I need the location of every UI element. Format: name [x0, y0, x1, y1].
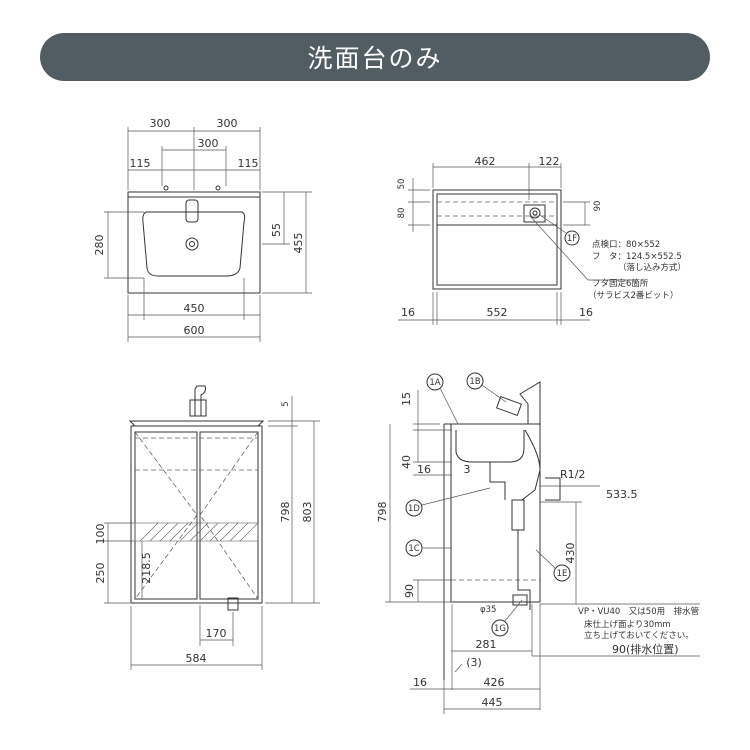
dim-90-section: 90 — [403, 584, 416, 598]
dim-280: 280 — [93, 235, 106, 256]
faucet-top — [185, 199, 199, 223]
door-right — [199, 431, 259, 600]
hatched-zone — [134, 522, 259, 542]
dim-426: 426 — [484, 676, 505, 689]
note-lid-type: （落し込み方式） — [618, 262, 686, 273]
dim-90-drain: 90(排水位置) — [612, 642, 679, 656]
dim-100: 100 — [94, 524, 107, 545]
section-view: 1A 1B 1C 1D 1E 1G — [376, 372, 700, 714]
dim-15: 15 — [400, 392, 413, 406]
dim-450: 450 — [184, 302, 205, 315]
top-view-outline — [127, 191, 261, 294]
supply-valve — [545, 477, 561, 501]
dim-445: 445 — [482, 696, 503, 709]
page-title: 洗面台のみ — [307, 44, 443, 73]
dim-16-right: 16 — [579, 306, 593, 319]
dim-r12: R1/2 — [560, 468, 585, 481]
callout-1g: 1G — [494, 624, 506, 634]
fixing-hole-left — [163, 185, 169, 191]
callout-1c: 1C — [408, 544, 419, 554]
dim-430: 430 — [564, 543, 577, 564]
cabinet-top-view: 1F 462 122 50 80 90 16 552 16 点検口：80×552… — [397, 155, 686, 325]
dim-50: 50 — [397, 179, 407, 190]
dim-803: 803 — [301, 502, 314, 523]
note-inspection: 点検口：80×552 — [592, 239, 660, 250]
basin-section — [455, 430, 525, 463]
note-lid-fix: フタ固定6箇所 — [592, 278, 649, 289]
faucet-box — [523, 204, 546, 223]
note-drain-pipe: VP・VU40 又は50用 排水管 — [578, 606, 699, 617]
dim-584: 584 — [186, 652, 207, 665]
front-view: 5 798 803 100 250 218.5 170 584 — [94, 385, 320, 670]
note-raise: 立ち上げておいてください。 — [584, 630, 694, 641]
dim-3: 3 — [464, 463, 471, 476]
basin-bowl — [142, 211, 246, 277]
drain-pipe-front — [227, 597, 239, 611]
dim-5: 5 — [281, 401, 291, 406]
dim-455: 455 — [292, 233, 305, 254]
dim-462: 462 — [475, 155, 496, 168]
faucet-section — [519, 381, 541, 425]
fixing-hole-right — [215, 185, 221, 191]
note-floor: 床仕上げ面より30mm — [584, 619, 671, 630]
drain-pipe-section — [517, 530, 531, 610]
dim-281: 281 — [476, 638, 497, 651]
callout-1d: 1D — [408, 504, 420, 514]
callout-1e: 1E — [557, 569, 568, 579]
dim-55: 55 — [270, 223, 283, 237]
dim-16-left: 16 — [401, 306, 415, 319]
dim-300-center: 300 — [198, 137, 219, 150]
callout-1a: 1A — [429, 378, 440, 388]
dim-300-left: 300 — [150, 117, 171, 130]
cabinet-outline — [432, 189, 562, 290]
countertop — [128, 420, 265, 427]
dim-90: 90 — [593, 201, 603, 212]
dim-80: 80 — [397, 208, 407, 219]
dim-3-paren: (3) — [466, 656, 482, 669]
title-banner: 洗面台のみ — [40, 33, 710, 81]
dim-115-left: 115 — [130, 157, 151, 170]
callout-1b: 1B — [469, 377, 480, 387]
dim-phi35: φ35 — [480, 605, 496, 615]
cabinet-front — [130, 425, 263, 604]
dim-533-5: 533.5 — [606, 488, 638, 501]
top-view: 300 300 300 115 115 450 600 280 55 455 — [93, 117, 312, 342]
dim-218-5: 218.5 — [140, 552, 153, 584]
dim-122: 122 — [539, 155, 560, 168]
note-screw: （サラビス2番ビット） — [588, 290, 678, 301]
dim-250: 250 — [94, 563, 107, 584]
note-lid: フ タ：124.5×552.5 — [592, 252, 682, 262]
dim-300-right: 300 — [217, 117, 238, 130]
callout-1f-circle — [564, 230, 580, 246]
faucet-front — [194, 385, 206, 417]
dim-600: 600 — [184, 324, 205, 337]
dim-798-section: 798 — [376, 502, 389, 523]
dim-115-right: 115 — [238, 157, 259, 170]
dim-16-b: 16 — [413, 676, 427, 689]
trap-pipe — [489, 462, 506, 500]
drain-top — [185, 237, 199, 251]
dim-16-a: 16 — [417, 463, 431, 476]
dim-170: 170 — [206, 627, 227, 640]
dim-798-front: 798 — [279, 502, 292, 523]
cabinet-section — [450, 423, 541, 603]
dim-552: 552 — [487, 306, 508, 319]
callout-1f: 1F — [567, 234, 577, 244]
dim-40: 40 — [400, 455, 413, 469]
